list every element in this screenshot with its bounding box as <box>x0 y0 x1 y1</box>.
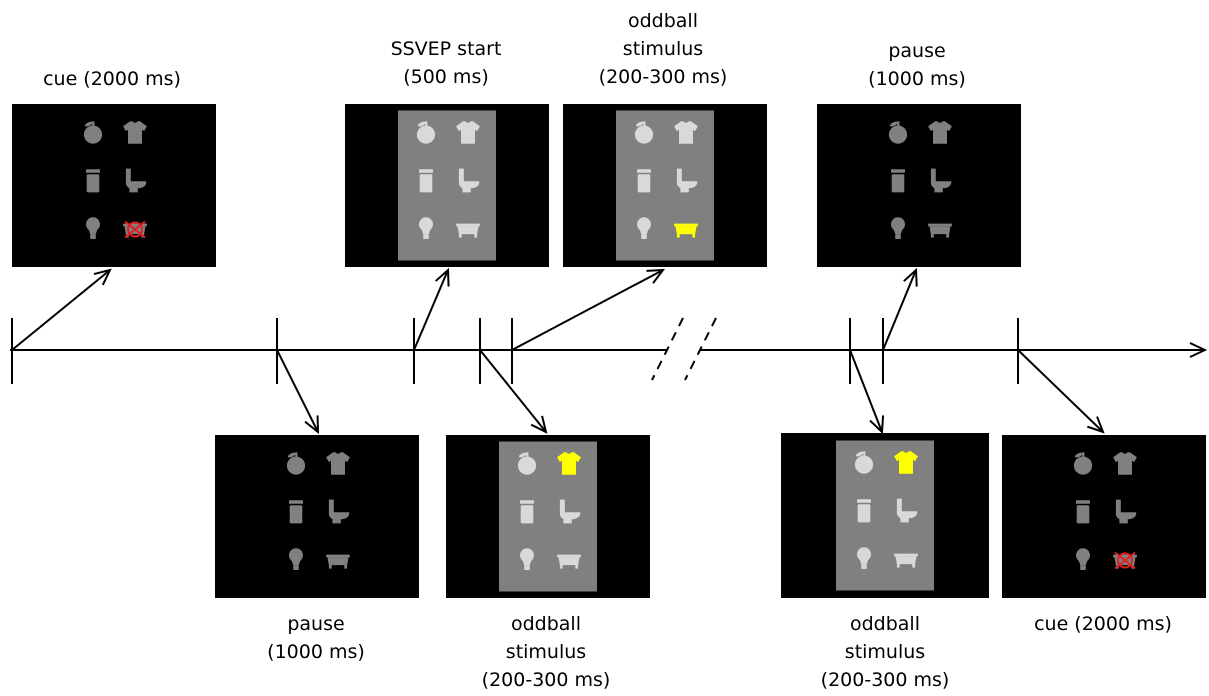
ssvep-start-screen <box>345 104 549 267</box>
arrow-to-cue-bottom <box>1017 349 1103 432</box>
connector-arrows <box>11 270 1103 432</box>
arrow-to-ssvep-start <box>413 270 448 351</box>
label-line: (200-300 ms) <box>481 669 611 691</box>
oddball-bottom-1-label: oddball stimulus (200-300 ms) <box>446 610 646 694</box>
cue-marker-icon <box>124 220 146 239</box>
cue-bottom-label: cue (2000 ms) <box>1003 610 1203 638</box>
pause-screen-bottom <box>215 435 419 598</box>
axis-break-marks <box>651 317 717 381</box>
oddball-screen-top <box>563 104 767 267</box>
label-line: stimulus <box>844 641 926 663</box>
label-line: (500 ms) <box>403 66 489 88</box>
label-line: (200-300 ms) <box>598 66 728 88</box>
label-line: pause <box>888 40 946 62</box>
flicker-panel <box>616 110 714 261</box>
trash-can-icon <box>857 499 871 523</box>
flicker-panel <box>398 110 496 261</box>
label-line: pause <box>287 613 345 635</box>
cue-top-label: cue (2000 ms) <box>12 65 212 93</box>
label-line: oddball <box>510 613 581 635</box>
screen-background <box>215 435 419 598</box>
cue-marker-icon <box>1114 551 1136 570</box>
flicker-panel <box>836 440 934 591</box>
arrow-to-oddball-bottom-2 <box>849 349 882 432</box>
label-line: stimulus <box>622 38 704 60</box>
trash-can-icon <box>419 169 433 193</box>
cue-screen-top <box>12 104 216 267</box>
oddball-screen-bottom-1 <box>446 435 650 598</box>
trash-can-icon <box>1076 500 1090 524</box>
arrow-to-cue-top <box>11 270 110 351</box>
label-line: (1000 ms) <box>267 641 365 663</box>
trash-can-icon <box>891 169 905 193</box>
screen-background <box>1002 435 1206 598</box>
arrow-to-pause-bottom <box>276 349 318 432</box>
arrow-to-pause-top <box>882 270 916 351</box>
label-line: cue (2000 ms) <box>43 68 181 90</box>
flicker-panel <box>499 441 597 592</box>
screen-background <box>817 104 1021 267</box>
arrow-to-oddball-top <box>511 270 663 351</box>
screen-background <box>12 104 216 267</box>
label-line: oddball <box>627 10 698 32</box>
trash-can-icon <box>520 500 534 524</box>
label-line: SSVEP start <box>390 38 502 60</box>
oddball-bottom-2-label: oddball stimulus (200-300 ms) <box>785 610 985 694</box>
oddball-top-label: oddball stimulus (200-300 ms) <box>563 7 763 91</box>
pause-screen-top <box>817 104 1021 267</box>
arrow-to-oddball-bottom-1 <box>479 349 546 432</box>
label-line: stimulus <box>505 641 587 663</box>
label-line: cue (2000 ms) <box>1034 613 1172 635</box>
trash-can-icon <box>289 500 303 524</box>
label-line: oddball <box>849 613 920 635</box>
pause-bottom-label: pause (1000 ms) <box>216 610 416 666</box>
trash-can-icon <box>86 169 100 193</box>
ssvep-start-label: SSVEP start (500 ms) <box>346 35 546 91</box>
label-line: (1000 ms) <box>868 68 966 90</box>
pause-top-label: pause (1000 ms) <box>817 37 1017 93</box>
label-line: (200-300 ms) <box>820 669 950 691</box>
oddball-screen-bottom-2 <box>781 433 989 598</box>
trash-can-icon <box>637 169 651 193</box>
cue-screen-bottom <box>1002 435 1206 598</box>
